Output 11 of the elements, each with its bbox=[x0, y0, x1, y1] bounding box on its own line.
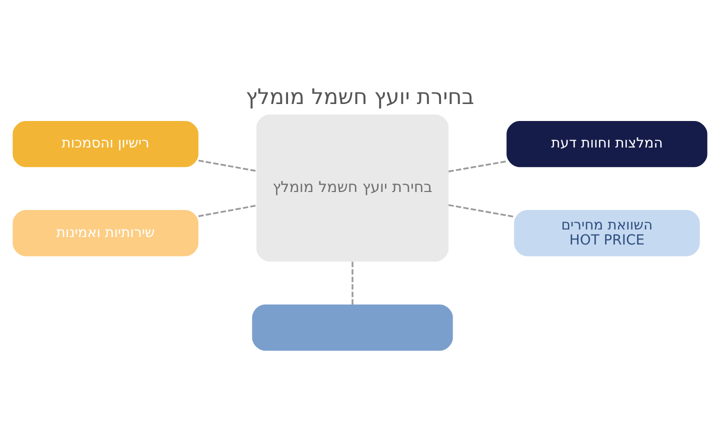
node-box: שירותיות ואמינות bbox=[12, 210, 198, 256]
node-box: רישיון והסמכות bbox=[12, 120, 198, 167]
connector bbox=[352, 261, 354, 304]
connector bbox=[198, 159, 256, 172]
connector bbox=[448, 160, 506, 172]
diagram-title: בחירת יועץ חשמל מומלץ bbox=[246, 84, 474, 110]
node-box: המלצות וחוות דעת bbox=[506, 120, 708, 167]
connector bbox=[198, 204, 256, 217]
node-box bbox=[252, 304, 453, 350]
node-box: בחירת יועץ חשמל מומלץ bbox=[256, 114, 449, 262]
connector bbox=[448, 204, 514, 218]
